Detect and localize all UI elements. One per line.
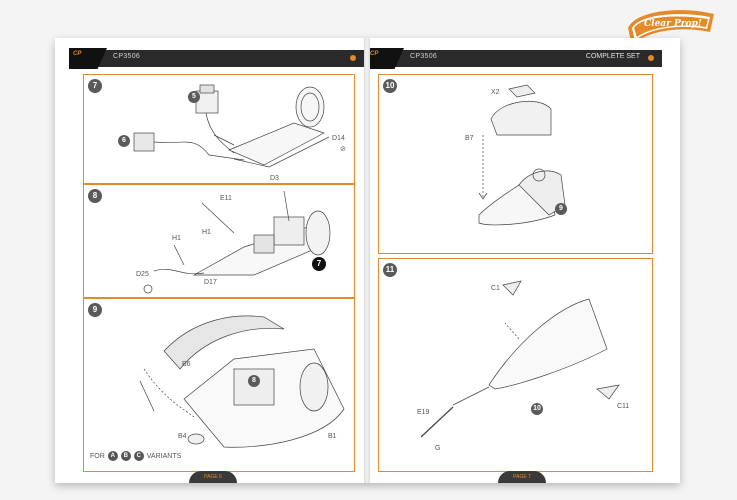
variant-badge-b: B [120,451,131,461]
part-callout-6: 6 [118,135,130,147]
step-8-illustration [143,190,331,294]
header-logo-wedge: CP [69,48,107,69]
part-label-b4: B4 [178,433,187,440]
variant-prefix: FOR [90,452,105,460]
part-label-h1-b: H1 [172,235,181,242]
part-label-d14: D14 [332,135,345,142]
part-label-b1: B1 [328,433,337,440]
step-number: 7 [88,79,102,93]
step-panel-8: 8 7 E11 H1 H1 D25 D17 [83,184,355,298]
step-9-illustration [139,315,345,448]
variant-badge-a: A [107,451,118,461]
header-code: CP3506 [113,53,141,60]
part-label-c1: C1 [491,285,500,292]
page-number: PAGE 7 [513,474,531,480]
brand-logo: Clear Prop! [622,6,720,50]
page-footer-tab: PAGE 6 [189,471,237,483]
step-10-illustration [478,84,566,226]
step-number: 8 [88,189,102,203]
step-panel-11: 11 10 C1 C11 E19 G [378,258,653,472]
part-label-b7: B7 [465,135,474,142]
part-label-h1: H1 [202,229,211,236]
header-dot [648,55,654,61]
part-label-x2: X2 [491,89,500,96]
sub-assembly-callout: 10 [531,403,543,415]
part-label-e19: E19 [417,409,430,416]
page-gutter [364,38,370,483]
part-label-d17: D17 [204,279,217,286]
page-header: CP CP3506 [69,48,364,69]
step-panel-10: 10 9 X2 B7 [378,74,653,254]
variant-badge-c: C [133,451,144,461]
header-mini-logo: CP [73,51,82,57]
part-label-b6: B6 [182,361,191,368]
step-11-illustration [420,280,620,438]
step-number: 9 [88,303,102,317]
part-label-g: G [435,445,441,452]
sub-assembly-callout: 9 [555,203,567,215]
glue-icon: ⊘ [340,146,346,153]
part-label-c11: C11 [617,403,630,410]
sub-assembly-callout: 8 [248,375,260,387]
left-page: CP CP3506 7 5 [55,38,364,483]
header-logo-wedge: CP [366,48,404,69]
part-label-d25: D25 [136,271,149,278]
header-dot [350,55,356,61]
page-footer-tab: PAGE 7 [498,471,546,483]
variant-note: FOR A B C VARIANTS [90,451,181,461]
page-number: PAGE 6 [204,474,222,480]
variant-suffix: VARIANTS [146,452,182,460]
step-7-illustration [133,84,330,168]
sub-assembly-callout: 7 [312,257,326,271]
part-callout-5: 5 [188,91,200,103]
header-title: COMPLETE SET [585,53,640,60]
step-number: 10 [383,79,397,93]
header-mini-logo: CP [370,51,379,57]
page-header: CP CP3506 COMPLETE SET [366,48,662,69]
step-panel-9: 9 8 B6 B4 B1 FOR A B C [83,298,355,472]
step-number: 11 [383,263,397,277]
brand-name: Clear Prop! [644,19,702,29]
part-label-d3: D3 [270,175,279,182]
step-panel-7: 7 5 6 D14 ⊘ D3 [83,74,355,184]
header-code: CP3506 [410,53,438,60]
part-label-e11: E11 [220,195,232,202]
right-page: CP CP3506 COMPLETE SET 10 9 X2 B [366,38,680,483]
